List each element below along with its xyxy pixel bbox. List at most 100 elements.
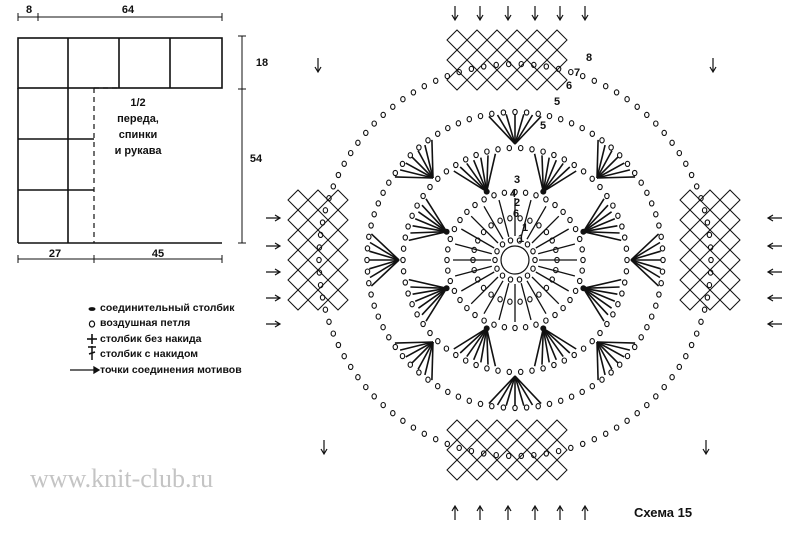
chain-stitch xyxy=(497,296,503,303)
chain-stitch xyxy=(400,256,406,264)
chain-stitch xyxy=(567,216,573,224)
double-crochet-stitch xyxy=(470,276,499,305)
chain-stitch xyxy=(568,68,574,76)
chain-stitch xyxy=(516,237,523,244)
fan-stitch xyxy=(459,327,488,354)
fan-stitch xyxy=(630,233,660,261)
fan-stitch xyxy=(533,153,545,192)
mesh-diamond xyxy=(486,69,508,91)
mesh-diamond xyxy=(466,459,488,481)
chain-stitch xyxy=(518,452,525,460)
fan-stitch xyxy=(542,328,558,361)
join-arrow-icon xyxy=(766,320,782,328)
double-crochet-stitch xyxy=(538,265,576,277)
fan-stitch xyxy=(425,287,448,322)
chain-stitch xyxy=(535,403,541,410)
double-crochet-stitch xyxy=(535,228,570,249)
fan-stitch xyxy=(485,328,497,367)
fan-base xyxy=(483,325,490,332)
chain-stitch xyxy=(546,112,553,120)
chain-stitch xyxy=(701,207,708,214)
mesh-diamond xyxy=(307,249,329,271)
join-arrow-icon xyxy=(266,294,282,302)
chain-stitch xyxy=(616,361,623,368)
chain-stitch xyxy=(462,357,469,364)
mesh-diamond xyxy=(679,209,701,231)
chain-stitch xyxy=(380,189,386,196)
chain-stitch xyxy=(409,301,415,308)
mesh-diamond xyxy=(307,189,329,211)
chain-stitch xyxy=(708,256,714,264)
chain-stitch xyxy=(536,222,542,229)
chain-stitch xyxy=(615,212,621,219)
chain-stitch xyxy=(693,330,700,337)
chain-stitch xyxy=(552,311,558,319)
chain-stitch xyxy=(432,436,439,443)
chain-stitch xyxy=(572,287,579,295)
fan-stitch xyxy=(408,278,447,290)
chain-stitch xyxy=(400,96,406,103)
chain-stitch xyxy=(597,183,603,191)
chain-stitch xyxy=(402,234,409,241)
chain-stitch xyxy=(507,298,513,305)
join-arrow-icon xyxy=(581,6,589,22)
join-arrow-icon xyxy=(70,365,101,375)
fan-stitch xyxy=(408,230,447,242)
chain-stitch xyxy=(407,152,414,159)
fan-stitch xyxy=(583,217,616,233)
chain-stitch xyxy=(648,200,655,207)
fan-stitch xyxy=(514,114,534,145)
chain-stitch xyxy=(375,313,382,320)
chain-stitch xyxy=(488,222,494,229)
chain-stitch xyxy=(326,318,332,325)
chain-stitch xyxy=(472,201,478,209)
chain-stitch xyxy=(491,321,497,328)
chain-stitch xyxy=(434,383,441,390)
fan-stitch xyxy=(542,328,550,363)
join-arrow-icon xyxy=(266,320,282,328)
chain-stitch xyxy=(661,383,667,391)
fan-stitch xyxy=(542,162,564,193)
chain-stitch xyxy=(435,175,441,182)
double-crochet-stitch xyxy=(520,199,532,237)
mesh-diamond xyxy=(679,289,701,311)
double-crochet-stitch xyxy=(483,205,504,240)
chain-stitch xyxy=(533,321,539,328)
row-number: 7 xyxy=(574,67,580,79)
double-crochet-stitch xyxy=(470,215,499,244)
mesh-diamond xyxy=(526,439,548,461)
fan-stitch xyxy=(459,166,488,193)
chain-stitch xyxy=(704,219,711,226)
chain-stitch xyxy=(579,388,585,396)
chain-stitch xyxy=(561,357,568,364)
chain-stitch xyxy=(599,376,605,383)
fan-stitch xyxy=(583,286,620,290)
fan-stitch xyxy=(583,287,618,295)
chain-stitch xyxy=(493,61,499,69)
join-arrow-icon xyxy=(314,58,322,74)
chain-stitch xyxy=(557,397,564,404)
chain-stitch xyxy=(529,367,535,374)
chain-stitch xyxy=(481,317,487,324)
mesh-diamond xyxy=(506,69,528,91)
chain-stitch xyxy=(380,324,386,331)
join-arrow-icon xyxy=(451,6,459,22)
chain-stitch xyxy=(624,96,630,103)
join-arrow-icon xyxy=(476,6,484,22)
row-number: 5 xyxy=(554,96,560,108)
fan-base xyxy=(540,325,547,332)
chain-stitch xyxy=(466,397,473,404)
chain-stitch xyxy=(669,374,675,381)
chain-stitch xyxy=(427,329,433,337)
mesh-diamond xyxy=(446,29,468,51)
chain-stitch xyxy=(644,401,650,409)
fan-stitch xyxy=(417,287,448,309)
fan-stitch xyxy=(514,115,542,145)
fan-stitch xyxy=(542,157,550,192)
chain-stitch xyxy=(557,116,564,123)
mesh-diamond xyxy=(327,229,349,251)
fan-stitch xyxy=(417,341,434,370)
chain-stitch xyxy=(535,110,541,117)
chain-stitch xyxy=(540,148,546,155)
chain-stitch xyxy=(481,196,487,203)
